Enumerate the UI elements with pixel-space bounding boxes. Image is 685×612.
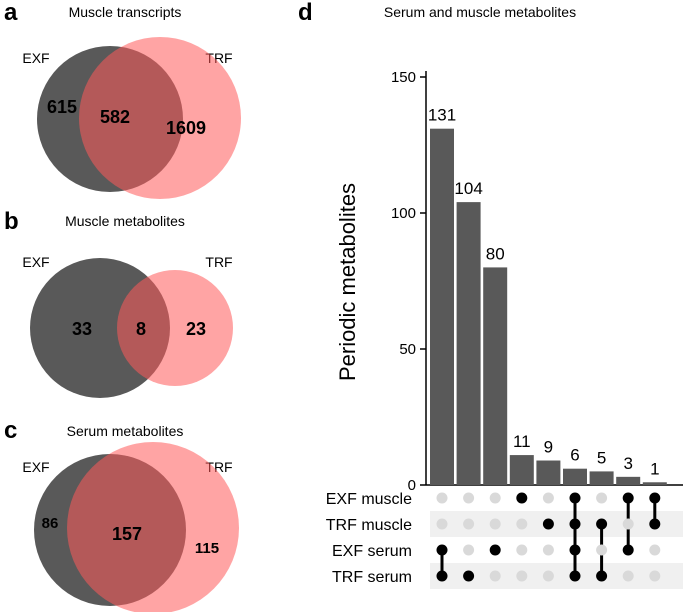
venn-count-overlap-c: 157 — [112, 524, 142, 544]
upset-dot-empty — [436, 492, 448, 504]
upset-dot-filled — [436, 570, 448, 582]
upset-dot-filled — [489, 544, 501, 556]
upset-dot-empty — [649, 570, 661, 582]
upset-dot-empty — [463, 492, 475, 504]
upset-dot-filled — [649, 518, 661, 530]
upset-dot-empty — [489, 570, 501, 582]
upset-bar-label: 80 — [486, 244, 505, 263]
upset-bar-label: 104 — [454, 179, 482, 198]
upset-dot-filled — [649, 492, 661, 504]
y-tick-label: 0 — [408, 477, 416, 494]
venn-count-exf-only-b: 33 — [72, 319, 92, 339]
upset-dot-empty — [542, 570, 554, 582]
upset-bar — [456, 202, 481, 485]
venn-circle-trf-c — [67, 442, 239, 612]
venn-count-trf-only-a: 1609 — [166, 118, 206, 138]
upset-dot-filled — [569, 492, 581, 504]
upset-bar — [616, 476, 641, 485]
upset-dot-filled — [622, 492, 634, 504]
upset-matrix — [436, 492, 661, 582]
panel-letter-c: c — [4, 417, 17, 444]
upset-bar — [483, 267, 508, 485]
upset-panel-d: d Serum and muscle metabolites Periodic … — [298, 0, 683, 589]
upset-bar — [536, 460, 561, 485]
panel-letter-a: a — [4, 0, 18, 26]
venn-count-trf-only-c: 115 — [195, 540, 219, 557]
upset-bar — [563, 468, 587, 485]
upset-bar-label: 131 — [428, 106, 456, 125]
upset-bar-label: 5 — [597, 448, 606, 467]
upset-dot-empty — [622, 518, 634, 530]
upset-dot-empty — [542, 492, 554, 504]
upset-dot-empty — [596, 492, 608, 504]
upset-dot-empty — [516, 570, 528, 582]
venn-count-exf-only-a: 615 — [47, 97, 77, 117]
upset-dot-empty — [596, 544, 608, 556]
upset-dot-empty — [463, 518, 475, 530]
venn-panel-b: b Muscle metabolites EXF TRF 33 8 23 — [4, 208, 233, 398]
venn-count-exf-only-c: 86 — [42, 515, 59, 532]
upset-dot-filled — [516, 492, 528, 504]
upset-dot-filled — [436, 544, 448, 556]
venn-count-overlap-b: 8 — [136, 319, 146, 339]
upset-dot-filled — [596, 518, 608, 530]
upset-dot-empty — [622, 570, 634, 582]
upset-bar-label: 1 — [650, 459, 659, 478]
venn-circle-trf-b — [117, 270, 233, 386]
venn-count-overlap-a: 582 — [100, 107, 130, 127]
upset-dot-empty — [649, 544, 661, 556]
venn-title-c: Serum metabolites — [67, 423, 184, 439]
upset-dot-empty — [436, 518, 448, 530]
upset-set-label: TRF serum — [332, 569, 412, 586]
venn-circle-trf-a — [79, 37, 241, 199]
upset-dot-empty — [489, 518, 501, 530]
upset-y-axis-label: Periodic metabolites — [335, 183, 360, 381]
upset-dot-empty — [489, 492, 501, 504]
upset-dot-filled — [569, 544, 581, 556]
venn-set-label-exf-c: EXF — [22, 459, 49, 475]
upset-bar — [509, 455, 534, 485]
upset-bar-label: 3 — [623, 454, 632, 473]
upset-set-label: EXF serum — [332, 543, 412, 560]
upset-dot-filled — [596, 570, 608, 582]
upset-dot-filled — [622, 544, 634, 556]
y-tick-label: 100 — [391, 205, 416, 222]
upset-dot-empty — [516, 518, 528, 530]
upset-bar-label: 9 — [544, 438, 553, 457]
upset-bar-label: 6 — [570, 446, 579, 465]
venn-count-trf-only-b: 23 — [186, 319, 206, 339]
y-tick-label: 50 — [399, 341, 416, 358]
upset-dot-filled — [569, 518, 581, 530]
venn-title-a: Muscle transcripts — [69, 4, 182, 20]
upset-dot-filled — [569, 570, 581, 582]
upset-bar — [642, 482, 667, 485]
panel-letter-b: b — [4, 208, 19, 235]
venn-set-label-exf-b: EXF — [22, 254, 49, 270]
venn-panel-a: a Muscle transcripts EXF TRF 615 582 160… — [4, 0, 241, 199]
upset-bar-label: 11 — [513, 432, 531, 451]
upset-bar — [430, 128, 454, 485]
upset-set-label: EXF muscle — [326, 491, 412, 508]
y-tick-label: 150 — [391, 69, 416, 86]
venn-panel-c: c Serum metabolites EXF TRF 86 157 115 — [4, 417, 239, 612]
upset-set-label: TRF muscle — [326, 517, 412, 534]
upset-title: Serum and muscle metabolites — [384, 4, 576, 20]
upset-bar — [589, 471, 614, 485]
upset-dot-empty — [516, 544, 528, 556]
panel-letter-d: d — [298, 0, 313, 26]
venn-title-b: Muscle metabolites — [65, 213, 185, 229]
upset-dot-filled — [463, 570, 475, 582]
venn-set-label-exf-a: EXF — [22, 50, 49, 66]
upset-dot-empty — [542, 544, 554, 556]
upset-dot-filled — [542, 518, 554, 530]
venn-set-label-trf-b: TRF — [205, 254, 232, 270]
upset-dot-empty — [463, 544, 475, 556]
